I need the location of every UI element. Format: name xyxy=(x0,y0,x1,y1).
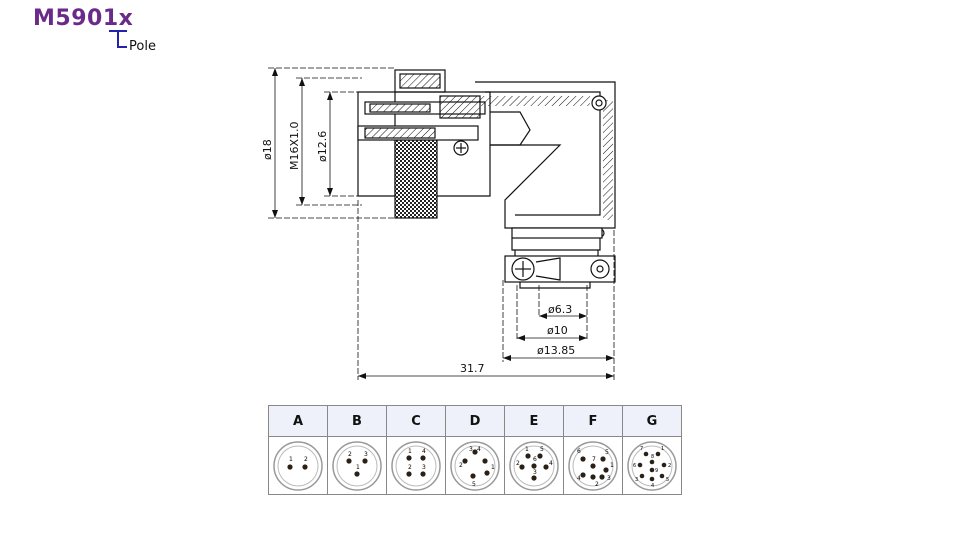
column-header-e: E xyxy=(504,405,564,437)
pin-label: 3 xyxy=(422,464,426,471)
pin-label: 4 xyxy=(477,446,481,453)
pin-label: 8 xyxy=(651,454,654,460)
pin-label: 4 xyxy=(422,448,426,455)
pin-layout-c: 1 4 2 3 xyxy=(386,436,446,495)
pin-label: 4 xyxy=(651,483,654,489)
pin-label: 1 xyxy=(356,464,360,471)
pin-label: 4 xyxy=(549,460,553,467)
diameter-12-6-label: ø12.6 xyxy=(316,131,329,162)
pole-indicator-bracket xyxy=(117,30,127,48)
column-header-b: B xyxy=(327,405,387,437)
pin-label: 6 xyxy=(577,448,581,455)
column-header-d: D xyxy=(445,405,505,437)
pin-layout-table: A B C D E F G 1 2 xyxy=(268,405,682,495)
pin-label: 7 xyxy=(592,456,596,463)
thread-m16-label: M16X1.0 xyxy=(288,121,301,170)
dimension-arrows xyxy=(272,68,333,218)
pin-label: 3 xyxy=(469,446,473,453)
pin-layout-b: 2 3 1 xyxy=(327,436,387,495)
pin-label: 2 xyxy=(304,456,308,463)
pin-label: 1 xyxy=(525,446,529,453)
pin-label: 2 xyxy=(668,463,671,469)
part-number-title: M5901x xyxy=(33,6,134,31)
pin-label: 9 xyxy=(655,468,658,474)
diameter-18-label: ø18 xyxy=(261,139,274,160)
connector-technical-drawing: ø18 M16X1.0 ø12.6 xyxy=(261,67,616,380)
column-header-f: F xyxy=(563,405,623,437)
length-31-7-label: 31.7 xyxy=(460,362,485,375)
column-header-g: G xyxy=(622,405,682,437)
pin-label: 2 xyxy=(459,462,463,469)
pin-label: 1 xyxy=(661,446,664,452)
diameter-10-label: ø10 xyxy=(547,324,568,337)
connector-body xyxy=(357,69,616,289)
pin-layout-g: 7 1 8 6 2 9 3 4 5 xyxy=(622,436,682,495)
pin-label: 7 xyxy=(640,446,643,452)
pin-diagram-row: 1 2 2 3 1 xyxy=(268,436,682,495)
pin-label: 3 xyxy=(607,475,611,482)
pin-label: 5 xyxy=(540,446,544,453)
pin-layout-d: 3 4 2 1 5 xyxy=(445,436,505,495)
pin-layout-a: 1 2 xyxy=(268,436,328,495)
pin-label: 2 xyxy=(595,481,599,488)
pin-label: 2 xyxy=(408,464,412,471)
diameter-13-85-label: ø13.85 xyxy=(537,344,575,357)
pin-label: 4 xyxy=(577,475,581,482)
bottom-dimension-arrows xyxy=(358,313,614,379)
diameter-6-3-label: ø6.3 xyxy=(548,303,572,316)
column-header-c: C xyxy=(386,405,446,437)
pin-label: 1 xyxy=(408,448,412,455)
pin-label: 1 xyxy=(610,462,614,469)
pin-layout-e: 1 5 2 6 4 3 xyxy=(504,436,564,495)
pin-layout-f: 6 7 5 1 4 2 3 xyxy=(563,436,623,495)
pin-table-header-row: A B C D E F G xyxy=(268,405,682,437)
pin-label: 1 xyxy=(289,456,293,463)
pin-label: 5 xyxy=(605,449,609,456)
pin-label: 3 xyxy=(533,469,537,476)
pin-label: 5 xyxy=(472,481,476,488)
pin-label: 6 xyxy=(533,456,537,463)
pin-label: 6 xyxy=(633,463,636,469)
pin-label: 3 xyxy=(635,477,638,483)
vertical-dimension-lines xyxy=(268,67,396,219)
pin-label: 2 xyxy=(348,451,352,458)
pin-label: 2 xyxy=(516,460,520,467)
pin-label: 1 xyxy=(491,464,495,471)
pin-label: 3 xyxy=(364,451,368,458)
column-header-a: A xyxy=(268,405,328,437)
pin-label: 5 xyxy=(666,477,669,483)
pole-label: Pole xyxy=(129,39,156,54)
bottom-dimension-lines xyxy=(357,200,615,380)
